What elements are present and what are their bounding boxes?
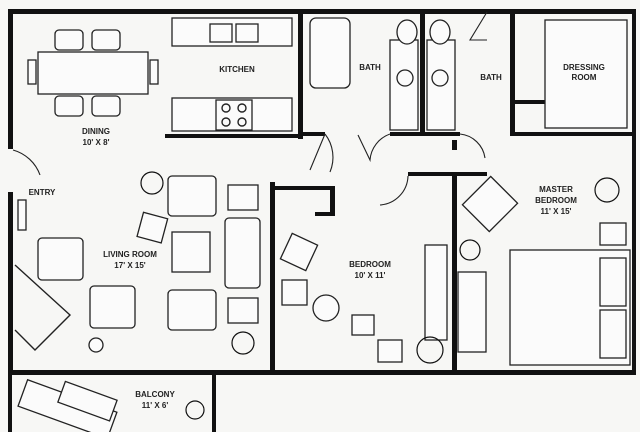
doors	[12, 11, 488, 206]
bath1-label: BATH	[359, 63, 381, 72]
master-label: MASTER	[539, 185, 573, 194]
bedroom-size: 10' X 11'	[355, 271, 386, 280]
entry-label: ENTRY	[29, 188, 56, 197]
master-size: 11' X 15'	[541, 207, 572, 216]
bath-fixtures	[309, 17, 456, 131]
living-size: 17' X 15'	[114, 261, 145, 270]
living-furniture	[14, 175, 261, 353]
bedroom-label: BEDROOM	[349, 260, 391, 269]
master-furniture	[457, 19, 631, 366]
dining-label: DINING	[82, 127, 110, 136]
balcony-label: BALCONY	[135, 390, 175, 399]
dressing-label: DRESSING	[563, 63, 605, 72]
dining-size: 10' X 8'	[83, 138, 110, 147]
walls	[8, 9, 636, 432]
living-label: LIVING ROOM	[103, 250, 157, 259]
dressing-label-2: ROOM	[572, 73, 597, 82]
kitchen-counters	[171, 17, 293, 132]
bedroom-furniture	[279, 232, 448, 363]
balcony-furniture	[17, 378, 118, 432]
plant-icons	[140, 171, 620, 420]
bath2-label: BATH	[480, 73, 502, 82]
master-label-2: BEDROOM	[535, 196, 577, 205]
dining-table	[27, 29, 159, 117]
kitchen-label: KITCHEN	[219, 65, 255, 74]
balcony-size: 11' X 6'	[142, 401, 169, 410]
